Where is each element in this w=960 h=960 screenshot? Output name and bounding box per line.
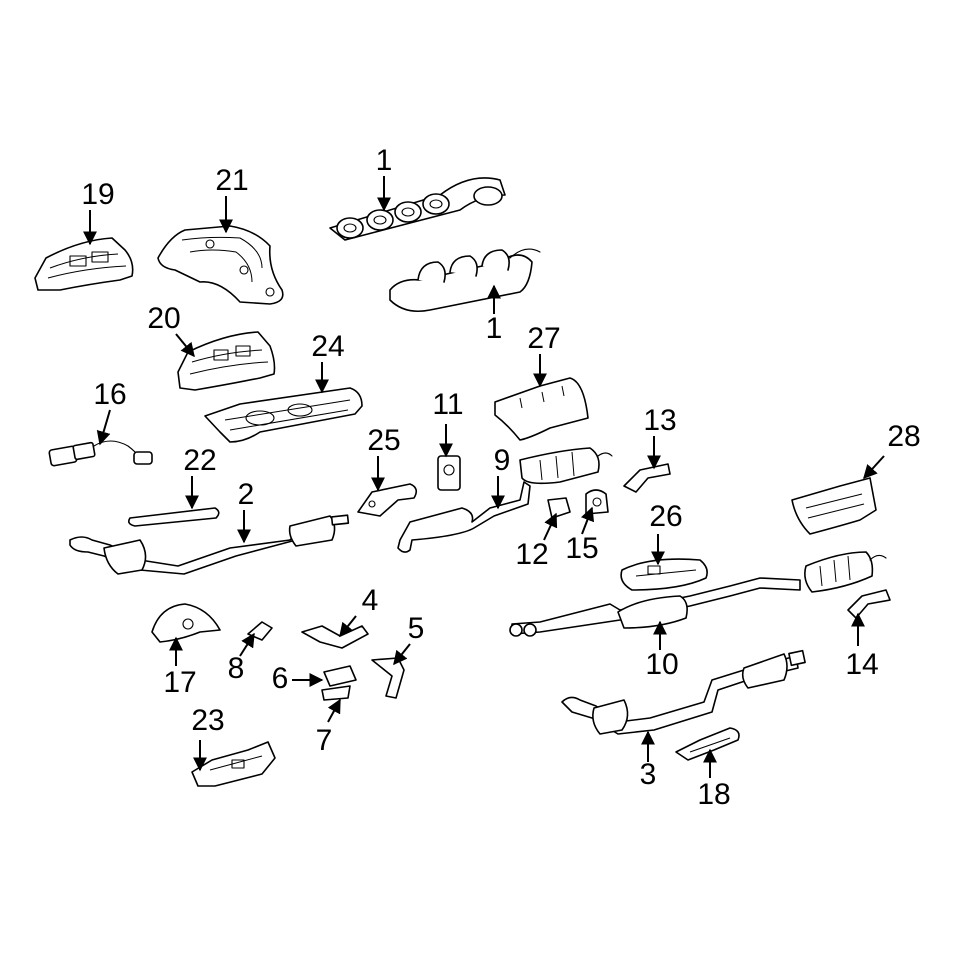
callout-3: 3 <box>640 758 657 791</box>
callout-15: 15 <box>565 532 598 565</box>
callout-16: 16 <box>93 378 126 411</box>
oxygen-sensor-16[interactable] <box>48 440 153 467</box>
exhaust-manifold-upper[interactable] <box>329 177 506 241</box>
callout-10: 10 <box>645 648 678 681</box>
bracket-14[interactable] <box>847 589 891 619</box>
heat-shield-26[interactable] <box>620 558 708 591</box>
heat-shield-20[interactable] <box>177 331 276 391</box>
bracket-5[interactable] <box>371 657 405 699</box>
callout-27: 27 <box>527 322 560 355</box>
bracket-4[interactable] <box>301 625 369 649</box>
heat-shield-23[interactable] <box>191 741 276 787</box>
hanger-12[interactable] <box>547 497 571 519</box>
callout-17: 17 <box>163 666 196 699</box>
callout-9: 9 <box>494 444 511 477</box>
heat-shield-17[interactable] <box>151 603 221 643</box>
gasket-22[interactable] <box>128 507 220 527</box>
callout-2: 2 <box>238 478 255 511</box>
hanger-6[interactable] <box>323 665 357 687</box>
intermediate-pipe-9[interactable] <box>397 447 613 553</box>
rubber-mount-15[interactable] <box>585 489 609 515</box>
callout-8: 8 <box>228 652 245 685</box>
callout-28: 28 <box>887 420 920 453</box>
callout-22: 22 <box>183 444 216 477</box>
callout-18: 18 <box>697 778 730 811</box>
hanger-11[interactable] <box>437 455 461 491</box>
callout-14: 14 <box>845 648 878 681</box>
front-pipe-3[interactable] <box>561 649 806 735</box>
callout-25: 25 <box>367 424 400 457</box>
callout-21: 21 <box>215 164 248 197</box>
front-pipe-2[interactable] <box>69 514 350 575</box>
callout-19: 19 <box>81 178 114 211</box>
callout-24: 24 <box>311 330 344 363</box>
heat-shield-18[interactable] <box>675 727 740 761</box>
callout-6: 6 <box>272 662 289 695</box>
callout-20: 20 <box>147 302 180 335</box>
callout-26: 26 <box>649 500 682 533</box>
heat-shield-28[interactable] <box>791 477 877 535</box>
callout-7: 7 <box>316 724 333 757</box>
callout-13: 13 <box>643 404 676 437</box>
bracket-25[interactable] <box>357 483 418 517</box>
callout-1-lower: 1 <box>486 312 503 345</box>
leader-lines <box>83 176 885 778</box>
callout-11: 11 <box>432 388 463 421</box>
rear-pipe-10[interactable] <box>509 551 887 637</box>
bracket-13[interactable] <box>623 463 671 493</box>
callout-labels: 1 1 21 19 20 24 27 16 22 2 25 11 9 12 15… <box>81 144 920 811</box>
clamp-7[interactable] <box>321 685 351 701</box>
exhaust-manifold-lower[interactable] <box>389 248 541 313</box>
heat-shield-27[interactable] <box>494 377 589 441</box>
callout-1-upper: 1 <box>376 144 393 177</box>
callout-4: 4 <box>362 584 379 617</box>
heat-shield-21[interactable] <box>157 225 284 305</box>
heat-shield-24[interactable] <box>204 387 363 443</box>
callout-5: 5 <box>408 612 425 645</box>
callout-12: 12 <box>515 538 548 571</box>
callout-23: 23 <box>191 704 224 737</box>
heat-shield-19[interactable] <box>34 237 134 291</box>
